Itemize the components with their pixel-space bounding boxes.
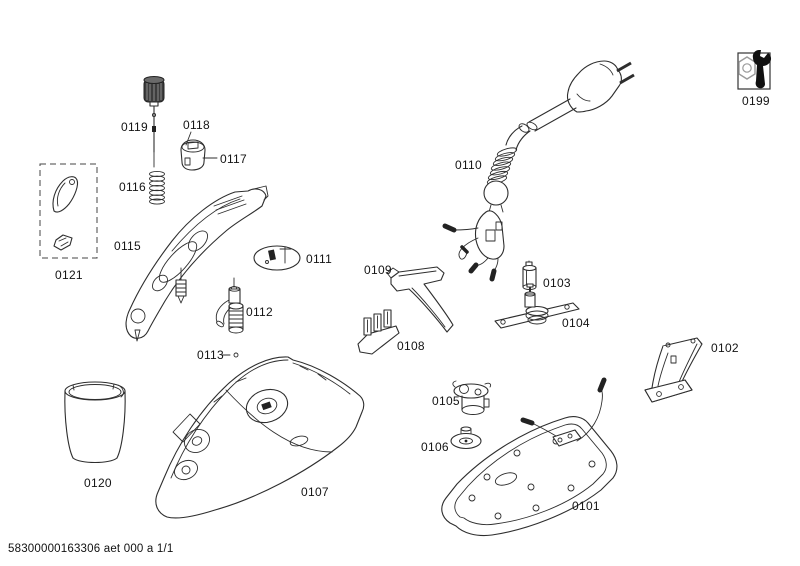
part-label-0112: 0112	[246, 305, 273, 319]
part-label-0111: 0111	[306, 252, 332, 266]
part-label-0104: 0104	[562, 316, 590, 330]
part-label-0109: 0109	[364, 263, 392, 277]
part-label-0119: 0119	[121, 120, 148, 134]
part-drawing-0105	[452, 380, 492, 415]
part-label-0101: 0101	[572, 499, 600, 513]
part-drawing-0110	[442, 60, 635, 282]
part-label-0105: 0105	[432, 394, 460, 408]
part-drawing-0103	[522, 260, 537, 290]
part-label-0103: 0103	[543, 276, 571, 290]
part-drawing-0111	[253, 245, 301, 271]
part-drawing-0112	[215, 277, 244, 334]
part-drawing-0107	[155, 356, 365, 519]
part-drawing-0109	[386, 266, 454, 333]
service-tool-box	[737, 50, 772, 90]
part-label-0117: 0117	[220, 152, 247, 166]
part-label-0121: 0121	[55, 268, 83, 282]
part-drawing-0102	[644, 337, 703, 403]
part-drawing-0108	[357, 309, 400, 355]
document-number: 58300000163306 aet 000 a 1/1	[8, 543, 174, 555]
part-drawing-0106	[450, 426, 482, 450]
part-drawing-0116	[149, 170, 165, 205]
part-drawing-0101	[441, 377, 618, 537]
part-label-0110: 0110	[455, 158, 482, 172]
part-label-0120: 0120	[84, 476, 112, 490]
part-drawing-0119	[143, 76, 165, 168]
part-drawing-0104	[494, 283, 580, 329]
part-drawing-0121	[39, 163, 98, 259]
hex-nut-icon	[738, 56, 756, 80]
part-drawing-0120	[64, 381, 126, 464]
part-label-0199: 0199	[742, 94, 770, 108]
part-label-0107: 0107	[301, 485, 329, 499]
part-label-0108: 0108	[397, 339, 425, 353]
part-label-0106: 0106	[421, 440, 449, 454]
part-label-0116: 0116	[119, 180, 146, 194]
part-label-0118: 0118	[183, 118, 210, 132]
part-drawing-0115	[125, 185, 269, 342]
part-label-0102: 0102	[711, 341, 739, 355]
part-drawing-0113	[221, 352, 239, 358]
part-drawing-0117-0118	[180, 131, 218, 171]
part-label-0113: 0113	[197, 348, 224, 362]
part-label-0115: 0115	[114, 239, 141, 253]
wrench-icon	[752, 50, 772, 89]
